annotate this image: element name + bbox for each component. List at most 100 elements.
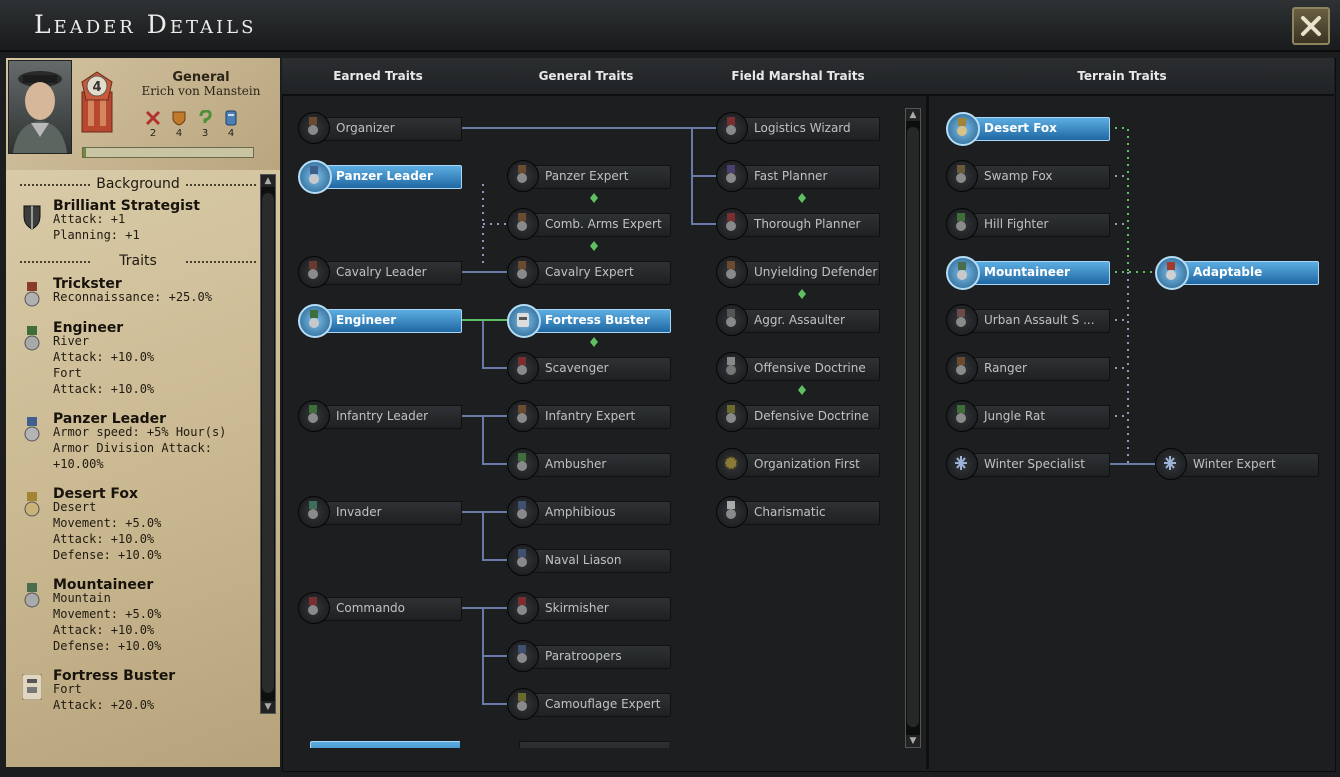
trait-node-camouflage-expert[interactable]: Camouflage Expert (507, 688, 671, 720)
trait-node-fortress-buster[interactable]: Fortress Buster (507, 304, 671, 338)
trait-node-ranger[interactable]: Ranger (946, 352, 1110, 384)
defense-shield-icon (172, 111, 186, 126)
node-label: Ambusher (545, 457, 607, 471)
trait-node-offensive-doctrine[interactable]: Offensive Doctrine (716, 352, 880, 384)
leader-header: 4 General Erich von Manstein 2 4 3 4 (6, 58, 280, 170)
node-label: Engineer (336, 313, 397, 327)
trait-line: Attack: +10.0% (53, 350, 155, 364)
trait-node-paratroopers[interactable]: Paratroopers (507, 640, 671, 672)
tree-scroll-down-icon[interactable]: ▼ (906, 735, 920, 747)
engineer-medal-icon (24, 326, 40, 351)
trait-node-desert-fox[interactable]: Desert Fox (946, 112, 1110, 146)
trait-node-ambusher[interactable]: Ambusher (507, 448, 671, 480)
fortress-buster-medal-icon (22, 674, 42, 700)
left-scroll-thumb[interactable] (262, 193, 274, 693)
trait-node-scavenger[interactable]: Scavenger (507, 352, 671, 384)
trait-node-naval-liason[interactable]: Naval Liason (507, 544, 671, 576)
node-label: Unyielding Defender (754, 265, 878, 279)
medal-icon (726, 213, 736, 231)
medal-icon (517, 405, 527, 423)
logistics-stat: 4 (222, 110, 240, 139)
trait-entry-engineer[interactable]: Engineer River Attack: +10.0% Fort Attac… (20, 320, 260, 396)
trait-node-logistics-wizard[interactable]: Logistics Wizard (716, 112, 880, 144)
trait-node-comb-arms-expert[interactable]: Comb. Arms Expert (507, 208, 671, 240)
trait-node-partial[interactable] (300, 740, 460, 748)
title-bar: Leader Details (0, 0, 1340, 52)
trait-node-invader[interactable]: Invader (298, 496, 462, 528)
medal-icon (517, 453, 527, 471)
trait-entry-trickster[interactable]: Trickster Reconnaissance: +25.0% (20, 276, 260, 308)
planning-icon (199, 109, 212, 123)
medal-icon (726, 309, 736, 327)
trait-node-panzer-leader[interactable]: Panzer Leader (298, 160, 462, 194)
attack-value: 2 (149, 128, 157, 139)
column-divider (926, 95, 929, 769)
node-label: Panzer Expert (545, 169, 629, 183)
medal-icon (1166, 262, 1176, 280)
trait-entry-mountaineer[interactable]: Mountaineer Mountain Movement: +5.0% Att… (20, 577, 260, 653)
trait-node-skirmisher[interactable]: Skirmisher (507, 592, 671, 624)
tree-scroll-up-icon[interactable]: ▲ (906, 109, 920, 121)
medal-icon (957, 262, 967, 280)
trait-line: Mountain (53, 591, 111, 605)
trait-node-cavalry-expert[interactable]: Cavalry Expert (507, 256, 671, 288)
node-label: Swamp Fox (984, 169, 1053, 183)
trait-entry-fortress-buster[interactable]: Fortress Buster Fort Attack: +20.0% (20, 668, 260, 712)
tree-scroll-thumb[interactable] (907, 127, 919, 727)
medal-icon (517, 213, 527, 231)
trait-node-jungle-rat[interactable]: Jungle Rat (946, 400, 1110, 432)
left-scrollbar[interactable]: ▲ ▼ (260, 174, 276, 714)
gear-icon (724, 456, 738, 470)
trait-node-winter-specialist[interactable]: Winter Specialist (946, 448, 1110, 480)
window-title: Leader Details (34, 10, 257, 39)
scroll-up-icon[interactable]: ▲ (261, 175, 275, 187)
trait-node-organization-first[interactable]: Organization First (716, 448, 880, 480)
traits-heading: Traits (16, 253, 260, 269)
trait-node-infantry-expert[interactable]: Infantry Expert (507, 400, 671, 432)
trickster-medal-icon (24, 282, 40, 307)
earned-traits-header: Earned Traits (333, 69, 423, 83)
node-label: Infantry Leader (336, 409, 429, 423)
node-label: Scavenger (545, 361, 609, 375)
trait-node-winter-expert[interactable]: Winter Expert (1155, 448, 1319, 480)
trait-node-organizer[interactable]: Organizer (298, 112, 462, 144)
trait-line: Armor Division Attack: (53, 441, 212, 455)
trait-node-urban-assault[interactable]: Urban Assault S ... (946, 304, 1110, 336)
trait-node-partial-2[interactable] (509, 740, 669, 748)
trait-node-defensive-doctrine[interactable]: Defensive Doctrine (716, 400, 880, 432)
trait-node-unyielding-defender[interactable]: Unyielding Defender (716, 256, 880, 288)
close-button[interactable] (1292, 7, 1330, 45)
trait-entry-panzer-leader[interactable]: Panzer Leader Armor speed: +5% Hour(s) A… (20, 411, 260, 471)
trait-node-thorough-planner[interactable]: Thorough Planner (716, 208, 880, 240)
background-entry[interactable]: Brilliant Strategist Attack: +1 Planning… (20, 198, 260, 242)
trait-entry-desert-fox[interactable]: Desert Fox Desert Movement: +5.0% Attack… (20, 486, 260, 562)
trait-line: Defense: +10.0% (53, 548, 162, 562)
node-label: Amphibious (545, 505, 616, 519)
medal-icon (956, 213, 966, 231)
trait-node-fast-planner[interactable]: Fast Planner (716, 160, 880, 192)
trait-node-swamp-fox[interactable]: Swamp Fox (946, 160, 1110, 192)
trait-node-amphibious[interactable]: Amphibious (507, 496, 671, 528)
trait-node-hill-fighter[interactable]: Hill Fighter (946, 208, 1110, 240)
trait-node-mountaineer[interactable]: Mountaineer (946, 256, 1110, 290)
trait-node-aggr-assaulter[interactable]: Aggr. Assaulter (716, 304, 880, 336)
leader-name: Erich von Manstein (141, 84, 261, 98)
medal-icon (517, 165, 527, 183)
trait-node-cavalry-leader[interactable]: Cavalry Leader (298, 256, 462, 288)
node-label: Aggr. Assaulter (754, 313, 845, 327)
node-label: Fast Planner (754, 169, 828, 183)
trait-node-charismatic[interactable]: Charismatic (716, 496, 880, 528)
panzer-leader-medal-icon (24, 417, 40, 442)
tree-scrollbar[interactable]: ▲ ▼ (905, 108, 921, 748)
node-label: Panzer Leader (336, 169, 433, 183)
trait-node-infantry-leader[interactable]: Infantry Leader (298, 400, 462, 432)
node-label: Skirmisher (545, 601, 609, 615)
medal-icon (517, 357, 527, 375)
scroll-down-icon[interactable]: ▼ (261, 701, 275, 713)
trait-node-engineer[interactable]: Engineer (298, 304, 462, 338)
link-diamonds (590, 193, 806, 395)
trait-node-panzer-expert[interactable]: Panzer Expert (507, 160, 671, 192)
trait-line: Movement: +5.0% (53, 516, 162, 530)
trait-node-adaptable[interactable]: Adaptable (1155, 256, 1319, 290)
trait-node-commando[interactable]: Commando (298, 592, 462, 624)
